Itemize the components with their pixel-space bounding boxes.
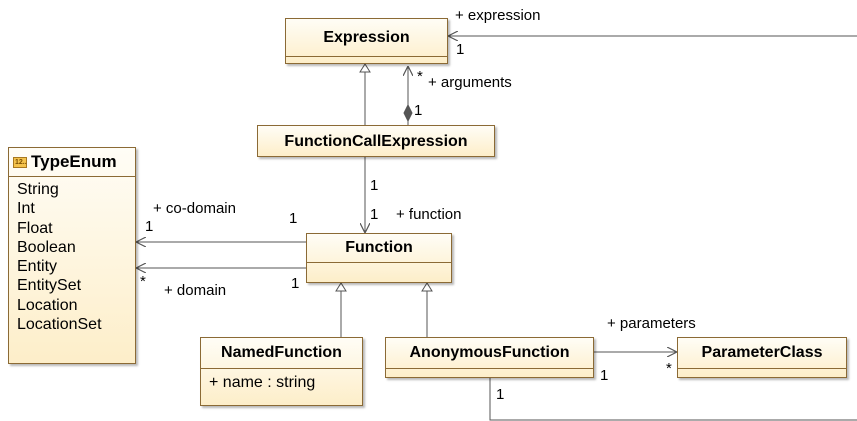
enum-literal: Int <box>17 200 35 218</box>
multiplicity: 1 <box>370 177 379 194</box>
multiplicity: 1 <box>370 206 379 223</box>
multiplicity: 1 <box>291 275 300 292</box>
compartment-divider <box>678 368 846 369</box>
multiplicity: 1 <box>414 102 423 119</box>
multiplicity: 1 <box>145 218 154 235</box>
role-parameters: + parameters <box>607 315 696 332</box>
class-function-call-expression[interactable]: FunctionCallExpression <box>257 125 495 157</box>
class-function[interactable]: Function <box>306 233 452 283</box>
multiplicity: 1 <box>496 386 505 403</box>
compartment-divider <box>201 368 362 369</box>
class-expression[interactable]: Expression <box>285 18 448 64</box>
role-expression: + expression <box>455 7 541 24</box>
class-named-function[interactable]: NamedFunction + name : string <box>200 337 363 406</box>
association-anonymous-expression <box>489 378 857 421</box>
enum-literal: String <box>17 181 59 198</box>
enum-literal: Float <box>17 219 53 237</box>
enum-name: TypeEnum <box>31 152 117 171</box>
enum-literal: Entity <box>17 258 58 276</box>
class-name: Function <box>345 239 413 256</box>
class-name: AnonymousFunction <box>409 344 570 361</box>
compartment-divider <box>307 262 451 263</box>
enum-literal: Boolean <box>17 238 76 256</box>
class-name: NamedFunction <box>221 344 342 361</box>
compartment-divider <box>9 176 135 177</box>
role-co-domain: + co-domain <box>153 200 236 217</box>
multiplicity: 1 <box>456 41 465 58</box>
composition-diamond <box>403 103 413 123</box>
enum-literal: Location <box>17 296 78 314</box>
multiplicity: 1 <box>289 210 298 227</box>
enum-literals: String Int Float Boolean Entity EntitySe… <box>9 177 135 334</box>
class-anonymous-function[interactable]: AnonymousFunction <box>385 337 594 378</box>
enum-literal: LocationSet <box>17 316 102 334</box>
compartment-divider <box>386 368 593 369</box>
enumeration-icon: 12.. <box>13 156 27 168</box>
enum-header: 12.. TypeEnum <box>9 148 135 176</box>
multiplicity: * <box>140 273 146 290</box>
compartment-divider <box>286 56 447 57</box>
class-name: FunctionCallExpression <box>284 133 468 150</box>
class-name: ParameterClass <box>701 344 823 361</box>
role-arguments: + arguments <box>428 74 512 91</box>
role-domain: + domain <box>164 282 227 299</box>
enum-literal: EntitySet <box>17 277 82 295</box>
multiplicity: * <box>666 360 672 377</box>
enum-type-enum[interactable]: 12.. TypeEnum String Int Float Boolean E… <box>8 147 136 364</box>
attribute-name: + name : string <box>209 374 316 391</box>
multiplicity: 1 <box>600 367 609 384</box>
class-parameter-class[interactable]: ParameterClass <box>677 337 847 378</box>
multiplicity: * <box>417 68 423 85</box>
class-name: Expression <box>323 28 410 46</box>
role-function: + function <box>396 206 462 223</box>
